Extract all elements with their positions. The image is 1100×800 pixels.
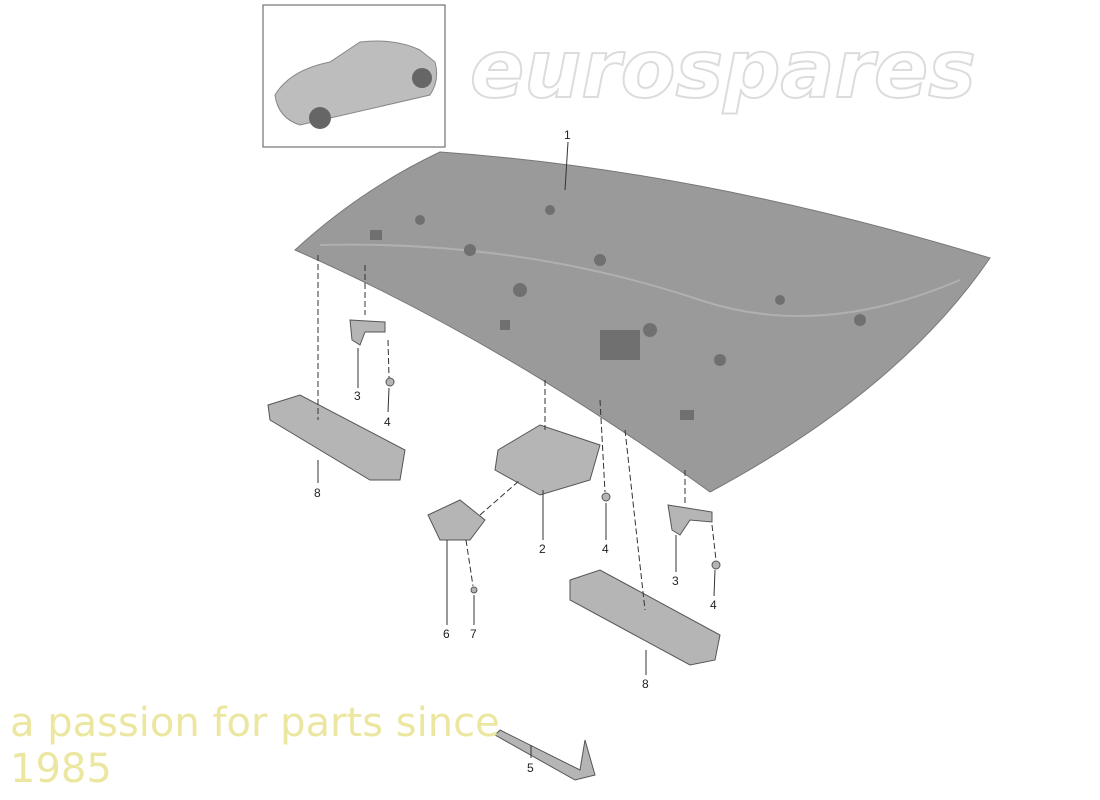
parts bbox=[267, 319, 721, 781]
part-nut-4a bbox=[385, 377, 395, 387]
callout-3: 3 bbox=[354, 389, 361, 403]
part-lock-2 bbox=[494, 424, 601, 496]
callout-3: 3 bbox=[672, 574, 679, 588]
leader-lines bbox=[317, 141, 717, 758]
part-nut-4c bbox=[711, 560, 721, 570]
callout-4: 4 bbox=[710, 598, 717, 612]
watermark-brand: eurospares bbox=[469, 22, 977, 117]
roof-panel bbox=[294, 151, 991, 493]
part-cable-5 bbox=[494, 729, 596, 781]
car-thumbnail bbox=[262, 4, 446, 148]
callout-1: 1 bbox=[564, 128, 571, 142]
part-plate-8a bbox=[267, 394, 406, 481]
part-bracket-3b bbox=[667, 504, 713, 536]
part-plate-8b bbox=[569, 569, 721, 666]
part-bracket-3a bbox=[349, 319, 386, 346]
watermark-tagline: a passion for parts since 1985 bbox=[10, 700, 500, 792]
callout-5: 5 bbox=[527, 761, 534, 775]
part-screw-7 bbox=[470, 586, 478, 594]
part-nut-4b bbox=[601, 492, 611, 502]
part-catch-6 bbox=[427, 499, 486, 541]
callout-8: 8 bbox=[642, 677, 649, 691]
callout-4: 4 bbox=[602, 542, 609, 556]
callouts: 1 2 3 4 8 4 6 7 3 4 8 5 bbox=[314, 128, 717, 775]
callout-7: 7 bbox=[470, 627, 477, 641]
callout-2: 2 bbox=[539, 542, 546, 556]
callout-8: 8 bbox=[314, 486, 321, 500]
callout-6: 6 bbox=[443, 627, 450, 641]
callout-4: 4 bbox=[384, 415, 391, 429]
